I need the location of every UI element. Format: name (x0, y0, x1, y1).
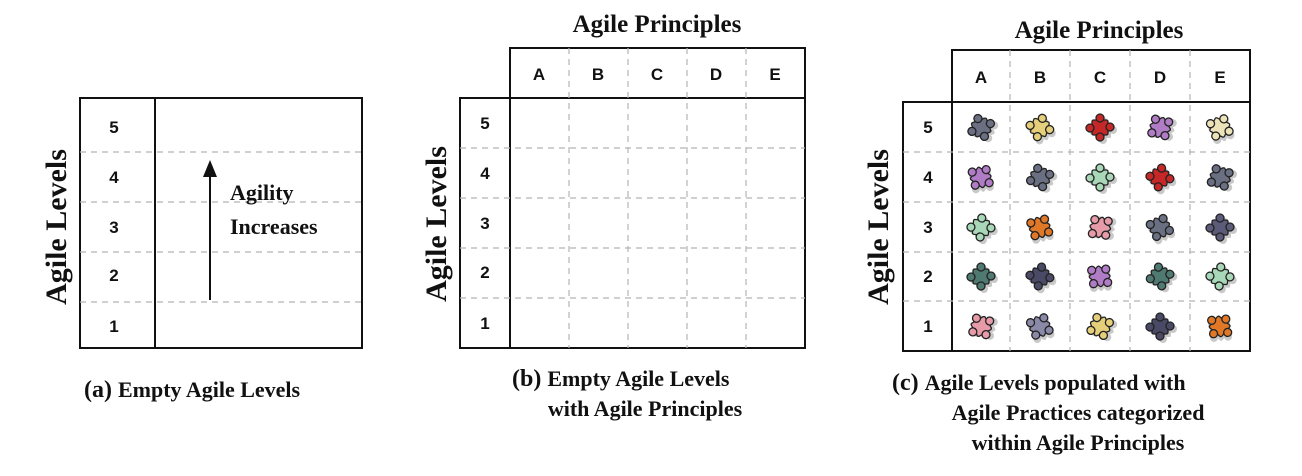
puzzle-piece-icon (1140, 108, 1184, 148)
caption-b-line1: (b)Empty Agile Levels (512, 366, 730, 392)
principle-a-label: A (533, 65, 545, 84)
level-3-label: 3 (923, 218, 932, 237)
caption-b-text: Empty Agile Levels (547, 366, 730, 391)
puzzle-piece-icon (1205, 213, 1237, 244)
puzzle-piece-icon (1143, 260, 1180, 295)
level-2-label: 2 (480, 263, 489, 282)
level-1-label: 1 (480, 314, 489, 333)
level-area (154, 97, 363, 349)
caption-c-text: Agile Levels populated with (925, 370, 1186, 395)
level-3-label: 3 (480, 214, 489, 233)
puzzle-piece-icon (1022, 160, 1061, 197)
caption-c-line3: within Agile Principles (972, 430, 1185, 455)
puzzle-piece-icon (961, 307, 1005, 347)
agile-levels-axis-label: Agile Levels (420, 146, 453, 302)
level-2-label: 2 (923, 267, 932, 286)
level-2-label: 2 (109, 266, 118, 285)
puzzle-piece-icon (1081, 308, 1122, 346)
level-5-label: 5 (109, 118, 118, 137)
puzzle-piece-icon (1080, 207, 1124, 248)
caption-a-text: Empty Agile Levels (118, 377, 301, 402)
puzzle-piece-icon (1143, 161, 1179, 197)
puzzle-piece-icon (1145, 312, 1177, 343)
arrow-label-line2: Increases (230, 214, 318, 239)
puzzle-piece-icon (1199, 306, 1240, 350)
principle-b-label: B (592, 65, 604, 84)
caption-b-line2: with Agile Principles (548, 396, 743, 421)
puzzle-piece-icon (966, 262, 998, 293)
puzzle-piece-icon (1200, 108, 1240, 150)
arrow-label-line1: Agility (230, 180, 294, 205)
principle-e-label: E (769, 65, 780, 84)
agile-principles-title: Agile Principles (1015, 17, 1184, 44)
arrow-head-icon (203, 160, 217, 177)
grid-area (509, 97, 806, 349)
puzzle-piece-icon (960, 157, 1001, 201)
puzzle-piece-icon (1201, 158, 1243, 198)
principle-c-label: C (1094, 68, 1106, 87)
caption-c-line1: (c)Agile Levels populated with (892, 370, 1186, 396)
level-4-label: 4 (923, 168, 933, 187)
puzzle-piece-icon (1020, 307, 1060, 349)
principle-e-label: E (1214, 68, 1225, 87)
puzzle-piece-icon (1079, 256, 1120, 300)
level-5-label: 5 (923, 118, 932, 137)
puzzle-piece-icon (1085, 163, 1117, 194)
panel-a: Agile Levels 5 4 3 2 1 Agility Increases… (40, 97, 363, 403)
principle-c-label: C (651, 65, 663, 84)
level-3-label: 3 (109, 218, 118, 237)
puzzle-piece-icon (962, 109, 1003, 147)
grid-area (951, 101, 1251, 352)
agile-levels-axis-label: Agile Levels (862, 149, 895, 305)
puzzle-piece-icon (1141, 209, 1180, 249)
principle-b-label: B (1034, 68, 1046, 87)
puzzle-pieces (960, 108, 1243, 350)
puzzle-piece-icon (965, 212, 999, 246)
puzzle-piece-icon (1204, 261, 1238, 295)
panel-c: Agile Principles Agile Levels A B C D E … (862, 17, 1251, 455)
caption-a-tag: (a) (84, 377, 112, 403)
level-4-label: 4 (480, 164, 490, 183)
principle-d-label: D (1154, 68, 1166, 87)
level-4-label: 4 (109, 168, 119, 187)
panel-b: Agile Principles Agile Levels A B C D E … (420, 11, 806, 421)
puzzle-piece-icon (1023, 260, 1059, 296)
puzzle-piece-icon (1022, 110, 1060, 148)
caption-a: (a)Empty Agile Levels (84, 377, 301, 403)
caption-c-tag: (c) (892, 370, 919, 396)
principle-d-label: D (710, 65, 722, 84)
level-5-label: 5 (480, 114, 489, 133)
level-1-label: 1 (109, 317, 118, 336)
level-1-label: 1 (923, 317, 932, 336)
agile-levels-axis-label: Agile Levels (40, 149, 73, 305)
puzzle-piece-icon (1085, 113, 1117, 144)
agile-principles-title: Agile Principles (573, 11, 742, 38)
caption-c-line2: Agile Practices categorized (952, 400, 1205, 425)
caption-b-tag: (b) (512, 366, 541, 392)
principle-a-label: A (975, 68, 987, 87)
puzzle-piece-icon (1020, 208, 1060, 251)
